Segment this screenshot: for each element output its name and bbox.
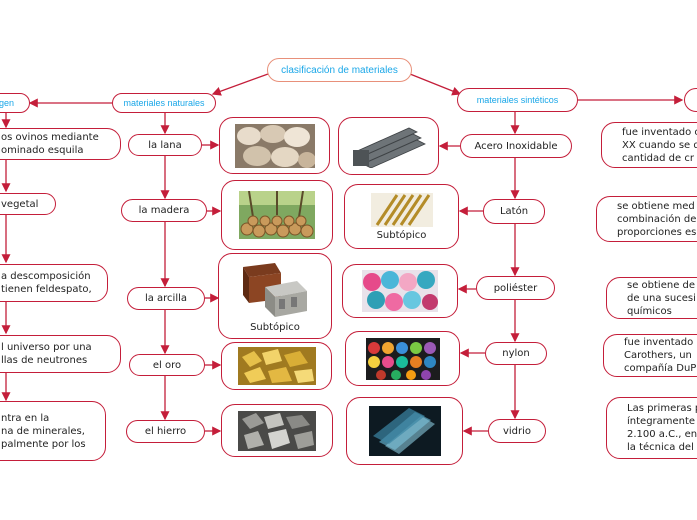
- image-wood[interactable]: [221, 180, 333, 250]
- polyester-fabric-image-icon: [362, 270, 438, 312]
- image-wool[interactable]: [219, 117, 330, 174]
- item-nylon[interactable]: nylon: [485, 342, 547, 365]
- right-text-label: Las primeras p íntegramente d 2.100 a.C.…: [627, 402, 697, 454]
- right-text-3[interactable]: se obtiene de de una sucesi químicos: [606, 277, 697, 319]
- natural-materials-label: materiales naturales: [123, 98, 204, 108]
- item-la-madera[interactable]: la madera: [121, 199, 207, 222]
- gold-image-icon: [238, 347, 316, 385]
- synthetic-materials-node[interactable]: materiales sintéticos: [457, 88, 578, 112]
- left-text-4[interactable]: l universo por una llas de neutrones: [0, 335, 121, 373]
- left-text-2[interactable]: vegetal: [0, 193, 56, 215]
- left-text-label: l universo por una llas de neutrones: [1, 341, 92, 367]
- image-clay[interactable]: Subtópico: [218, 253, 332, 339]
- right-text-label: fue inventado c XX cuando se d cantidad …: [622, 126, 697, 165]
- brass-rods-image-icon: [371, 193, 433, 227]
- synthetic-materials-label: materiales sintéticos: [477, 95, 559, 105]
- right-text-5[interactable]: Las primeras p íntegramente d 2.100 a.C.…: [606, 397, 697, 459]
- item-poliester[interactable]: poliéster: [476, 276, 555, 300]
- image-polyester[interactable]: [342, 264, 458, 318]
- left-text-label: ntra en la na de minerales, palmente por…: [1, 412, 86, 451]
- main-title: clasificación de materiales: [281, 65, 398, 76]
- item-label: la madera: [139, 205, 190, 216]
- image-gold[interactable]: [221, 342, 332, 390]
- item-label: el hierro: [145, 426, 186, 437]
- item-la-arcilla[interactable]: la arcilla: [127, 287, 205, 310]
- image-brass[interactable]: Subtópico: [344, 184, 459, 249]
- item-el-hierro[interactable]: el hierro: [126, 420, 205, 443]
- image-steel[interactable]: [338, 117, 439, 175]
- item-la-lana[interactable]: la lana: [128, 134, 202, 156]
- steel-bars-image-icon: [351, 124, 427, 168]
- wool-image-icon: [235, 124, 315, 168]
- left-text-label: os ovinos mediante ominado esquila: [1, 131, 99, 157]
- main-title-node[interactable]: clasificación de materiales: [267, 58, 412, 82]
- glass-sheets-image-icon: [369, 406, 441, 456]
- right-text-2[interactable]: se obtiene med combinación de proporcion…: [596, 196, 697, 242]
- left-partial-node[interactable]: gen: [0, 93, 30, 113]
- wood-image-icon: [239, 191, 315, 239]
- left-text-5[interactable]: ntra en la na de minerales, palmente por…: [0, 401, 106, 461]
- item-label: poliéster: [494, 283, 538, 294]
- right-text-1[interactable]: fue inventado c XX cuando se d cantidad …: [601, 122, 697, 168]
- brass-caption: Subtópico: [377, 230, 427, 241]
- right-text-label: se obtiene de de una sucesi químicos: [627, 279, 696, 318]
- item-label: vidrio: [503, 426, 531, 437]
- item-label: la arcilla: [145, 293, 187, 304]
- item-vidrio[interactable]: vidrio: [488, 419, 546, 443]
- clay-caption: Subtópico: [250, 322, 300, 333]
- item-label: el oro: [153, 360, 181, 371]
- image-nylon[interactable]: [345, 331, 460, 386]
- item-laton[interactable]: Latón: [483, 199, 545, 224]
- left-partial-label: gen: [0, 98, 14, 108]
- left-text-label: vegetal: [1, 198, 38, 211]
- left-text-1[interactable]: os ovinos mediante ominado esquila: [0, 128, 121, 160]
- right-text-label: se obtiene med combinación de proporcion…: [617, 200, 696, 239]
- clay-bricks-image-icon: [235, 259, 315, 319]
- item-label: la lana: [148, 140, 181, 151]
- item-label: nylon: [502, 348, 530, 359]
- right-text-label: fue inventado Carothers, un compañía DuP: [624, 336, 696, 375]
- left-text-3[interactable]: a descomposición tienen feldespato,: [0, 264, 108, 302]
- natural-materials-node[interactable]: materiales naturales: [112, 93, 216, 113]
- item-acero-inoxidable[interactable]: Acero Inoxidable: [460, 134, 572, 158]
- nylon-threads-image-icon: [366, 338, 440, 380]
- item-el-oro[interactable]: el oro: [129, 354, 205, 376]
- left-text-label: a descomposición tienen feldespato,: [1, 270, 92, 296]
- iron-image-icon: [238, 411, 316, 451]
- image-iron[interactable]: [221, 404, 333, 457]
- item-label: Acero Inoxidable: [474, 141, 557, 152]
- item-label: Latón: [500, 206, 528, 217]
- image-glass[interactable]: [346, 397, 463, 465]
- right-text-4[interactable]: fue inventado Carothers, un compañía DuP: [603, 334, 697, 377]
